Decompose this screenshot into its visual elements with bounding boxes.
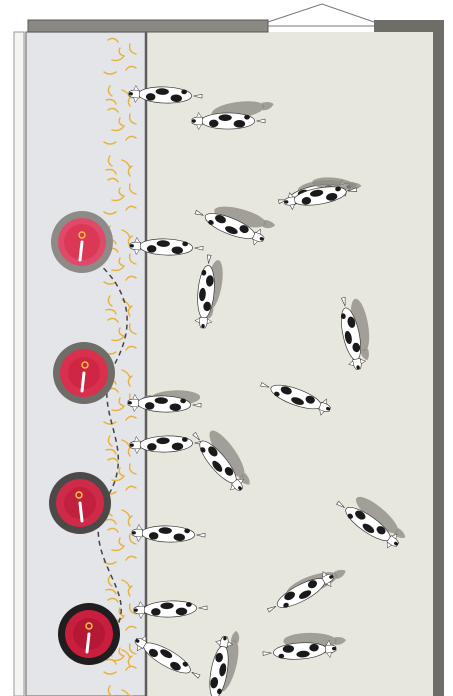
outer-left-wall: [14, 32, 24, 696]
door-opening: [268, 4, 374, 22]
milking-robot-2: [53, 342, 115, 404]
top-wall: [28, 20, 268, 32]
milking-robot-1: [51, 211, 113, 273]
top-right-wall: [374, 20, 444, 32]
right-wall: [433, 22, 444, 696]
milking-robot-3: [49, 472, 111, 534]
milking-robot-4: [58, 603, 120, 665]
